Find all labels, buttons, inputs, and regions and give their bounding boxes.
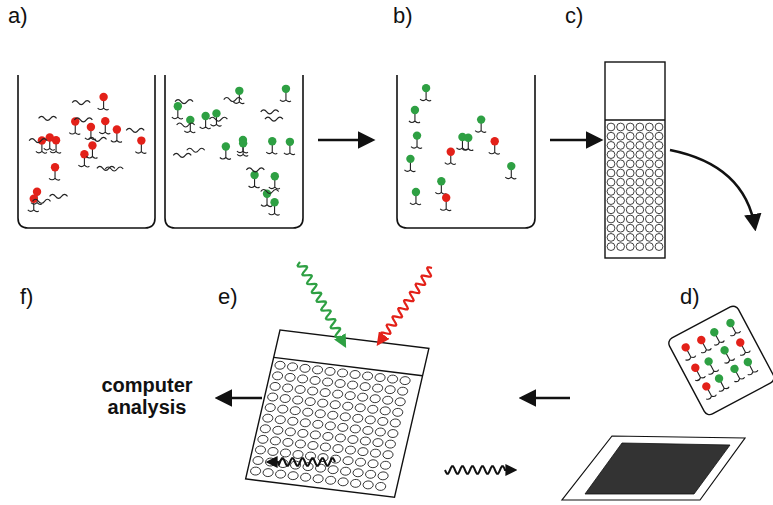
microarray-slide [605, 62, 665, 258]
beaker [18, 75, 155, 228]
spot-grid [607, 123, 663, 250]
flat-slide [562, 436, 745, 500]
step-label: computer analysis [92, 374, 202, 418]
panel-label: c) [565, 4, 583, 28]
flat-slide-spots [585, 443, 730, 494]
panel-label: e) [218, 285, 238, 309]
step-arrow [522, 397, 570, 400]
step-arrow [318, 139, 372, 142]
step-arrow [550, 139, 600, 142]
emission [268, 458, 335, 466]
laser-green [298, 262, 345, 346]
step-arrow [670, 150, 755, 228]
beaker [397, 75, 535, 228]
panel-label: a) [8, 4, 28, 28]
molecules [28, 84, 517, 215]
beaker [165, 75, 303, 228]
panel-label: d) [680, 285, 700, 309]
panel-label: f) [20, 285, 33, 309]
laser-red [378, 267, 432, 343]
emission [445, 466, 515, 474]
step-arrow [218, 397, 262, 400]
scanned-slide [246, 330, 429, 497]
panel-label: b) [393, 4, 413, 28]
slide-band [605, 119, 665, 120]
cover-slide [667, 304, 773, 417]
